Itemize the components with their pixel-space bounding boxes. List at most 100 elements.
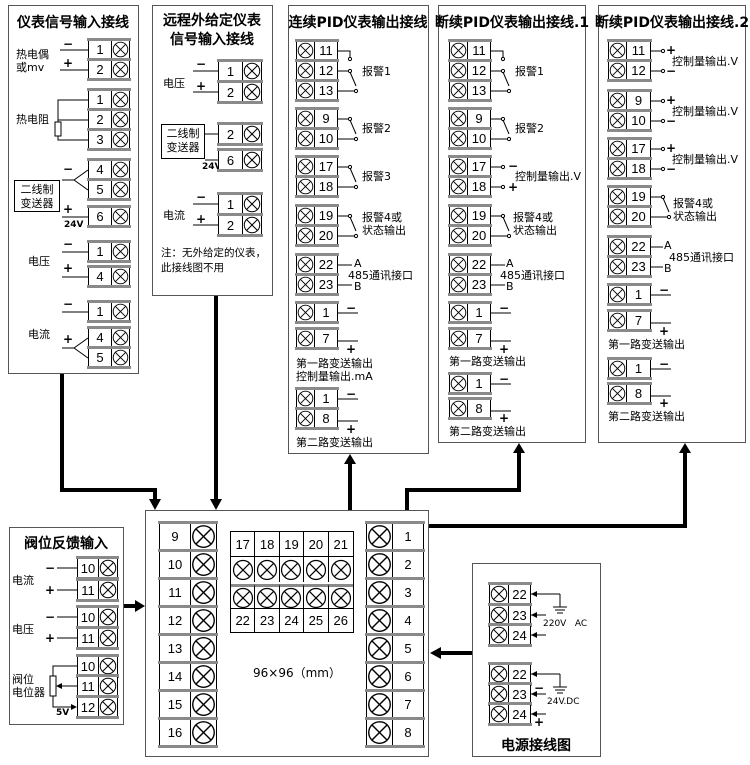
screw-terminal-icon [490,606,509,624]
remote-setpoint-title: 远程外给定仪表 信号输入接线 [163,13,261,48]
terminal-number: 1 [96,304,104,319]
terminal-number: 2 [96,62,104,77]
screw-terminal-icon [190,524,216,549]
terminal: 17 [448,155,492,178]
screw-terminal-icon [450,400,468,417]
minus-sign: − [45,561,56,575]
rtd-label: 热电阻 [16,113,49,126]
arrow-icon [531,711,537,717]
screw-terminal-icon [450,207,468,224]
terminal: 1 [87,300,131,323]
terminal: 11 [607,39,652,62]
terminal: 3 [87,128,131,151]
control-v-label: 控制量输出.V [515,170,582,183]
terminal-number: 19 [471,208,487,223]
alarm4-label: 报警4或 状态输出 [673,197,717,224]
screw-terminal-icon [190,636,216,661]
screw-terminal-icon [450,304,468,321]
terminal: 1 [87,38,131,61]
terminal: 20 [607,205,652,228]
screw-terminal-icon [367,552,393,577]
screw-terminal-icon [367,692,393,717]
screw-terminal-icon [297,330,315,347]
screw-terminal-icon [609,238,627,255]
wire [62,337,89,359]
minus-sign: − [346,387,357,401]
rs485-label: 485通讯接口 [669,251,734,264]
plus-sign: + [666,43,677,57]
wire [57,136,88,141]
rs485-label: 485通讯接口 [500,269,565,282]
terminal-number: 1 [475,376,483,391]
screw-terminal-icon [450,227,468,244]
contact-dot [506,88,512,94]
terminal-number: 13 [167,641,183,656]
terminal: 2 [217,122,263,146]
screw-terminal-icon [367,524,393,549]
terminal-number: 10 [471,131,487,146]
voltage-label: 电压 [28,255,50,268]
terminal: 18 [448,175,492,198]
screw-terminal-icon [609,140,627,157]
screw-terminal-icon [609,286,627,303]
transmit2-label: 第二路变送输出 [449,425,526,438]
screw-terminal-icon [190,664,216,689]
screw-terminal-icon [111,303,129,320]
screw-terminal-icon [111,208,129,225]
minus-sign: − [666,114,677,128]
terminal-number: 1 [226,63,235,79]
terminal: 12 [76,695,119,719]
screw-terminal-icon [450,62,468,79]
screw-terminal-icon [450,330,468,347]
terminal-number: 24 [512,706,527,722]
screw-terminal-icon [367,608,393,633]
minus-sign: − [508,159,519,173]
screw-terminal-icon [190,720,216,745]
screw-terminal-icon [297,410,315,427]
power-title: 电源接线图 [501,738,571,754]
terminal: 10 [76,654,119,678]
terminal: 9 [448,107,492,130]
plus-sign: + [45,583,56,597]
screw-terminal-icon [242,195,261,213]
terminal-number: 22 [471,257,487,272]
connector-line [405,452,521,510]
terminal: 23 [488,682,532,706]
terminal-number: 11 [472,43,486,58]
terminal-number: 15 [167,697,183,712]
terminal-number: 22 [318,257,334,272]
terminal: 4 [87,265,131,288]
terminal: 10 [448,127,492,150]
terminal: 20 [295,224,339,247]
transmit2-label: 第二路变送输出 [296,436,373,449]
rs485-b-label: B [354,280,362,293]
screw-terminal-icon [98,629,117,647]
terminal: 11 [295,39,339,62]
screw-terminal-icon [190,608,216,633]
terminal-number: 4 [404,613,412,628]
terminal-number: 5 [404,641,412,656]
minus-sign: − [346,301,357,315]
terminal: 10 [76,605,119,629]
terminal: 1 [87,240,131,263]
screw-terminal-icon [242,125,261,143]
contact-dot [500,56,506,62]
terminal-number: 1 [322,305,330,320]
screw-terminal-icon [111,349,129,366]
terminal: 13 [448,79,492,102]
voltage-label: 电压 [163,77,185,90]
wire [502,119,510,135]
terminal: 7 [607,309,652,332]
wire [52,696,72,708]
alarm3-label: 报警3 [362,170,391,183]
terminal: 2 [365,549,425,580]
plus-sign: + [346,422,357,436]
contact-dot [500,184,506,190]
rs485-label: 485通讯接口 [348,269,413,282]
terminal: 1 [448,372,492,395]
arrow-icon [135,600,145,612]
contact-dot [660,98,666,104]
terminal-number: 5 [96,182,104,197]
current-label: 电流 [163,209,185,222]
terminal: 9 [158,521,218,552]
